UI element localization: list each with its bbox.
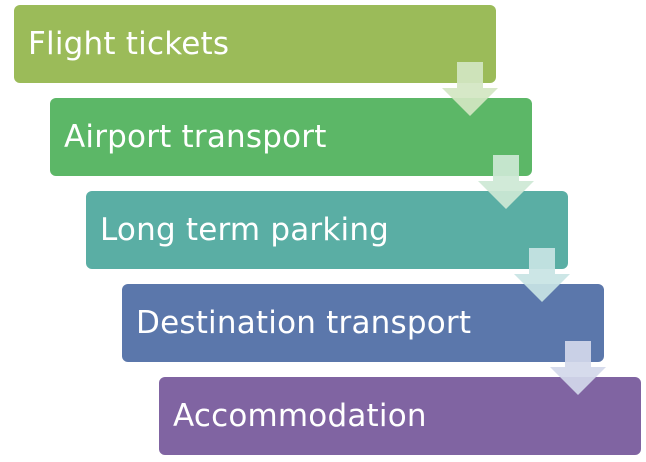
step-label: Accommodation bbox=[173, 397, 427, 434]
down-arrow-icon bbox=[476, 153, 536, 213]
step-label: Flight tickets bbox=[28, 25, 230, 62]
down-arrow-icon bbox=[548, 339, 608, 399]
step-label: Destination transport bbox=[136, 304, 472, 341]
down-arrow-icon bbox=[512, 246, 572, 306]
step-airport-transport: Airport transport bbox=[50, 98, 532, 176]
step-long-term-parking: Long term parking bbox=[86, 191, 568, 269]
step-flight-tickets: Flight tickets bbox=[14, 5, 496, 83]
step-label: Long term parking bbox=[100, 211, 390, 248]
step-accommodation: Accommodation bbox=[159, 377, 641, 455]
down-arrow-icon bbox=[440, 60, 500, 120]
step-label: Airport transport bbox=[64, 118, 327, 155]
step-destination-transport: Destination transport bbox=[122, 284, 604, 362]
